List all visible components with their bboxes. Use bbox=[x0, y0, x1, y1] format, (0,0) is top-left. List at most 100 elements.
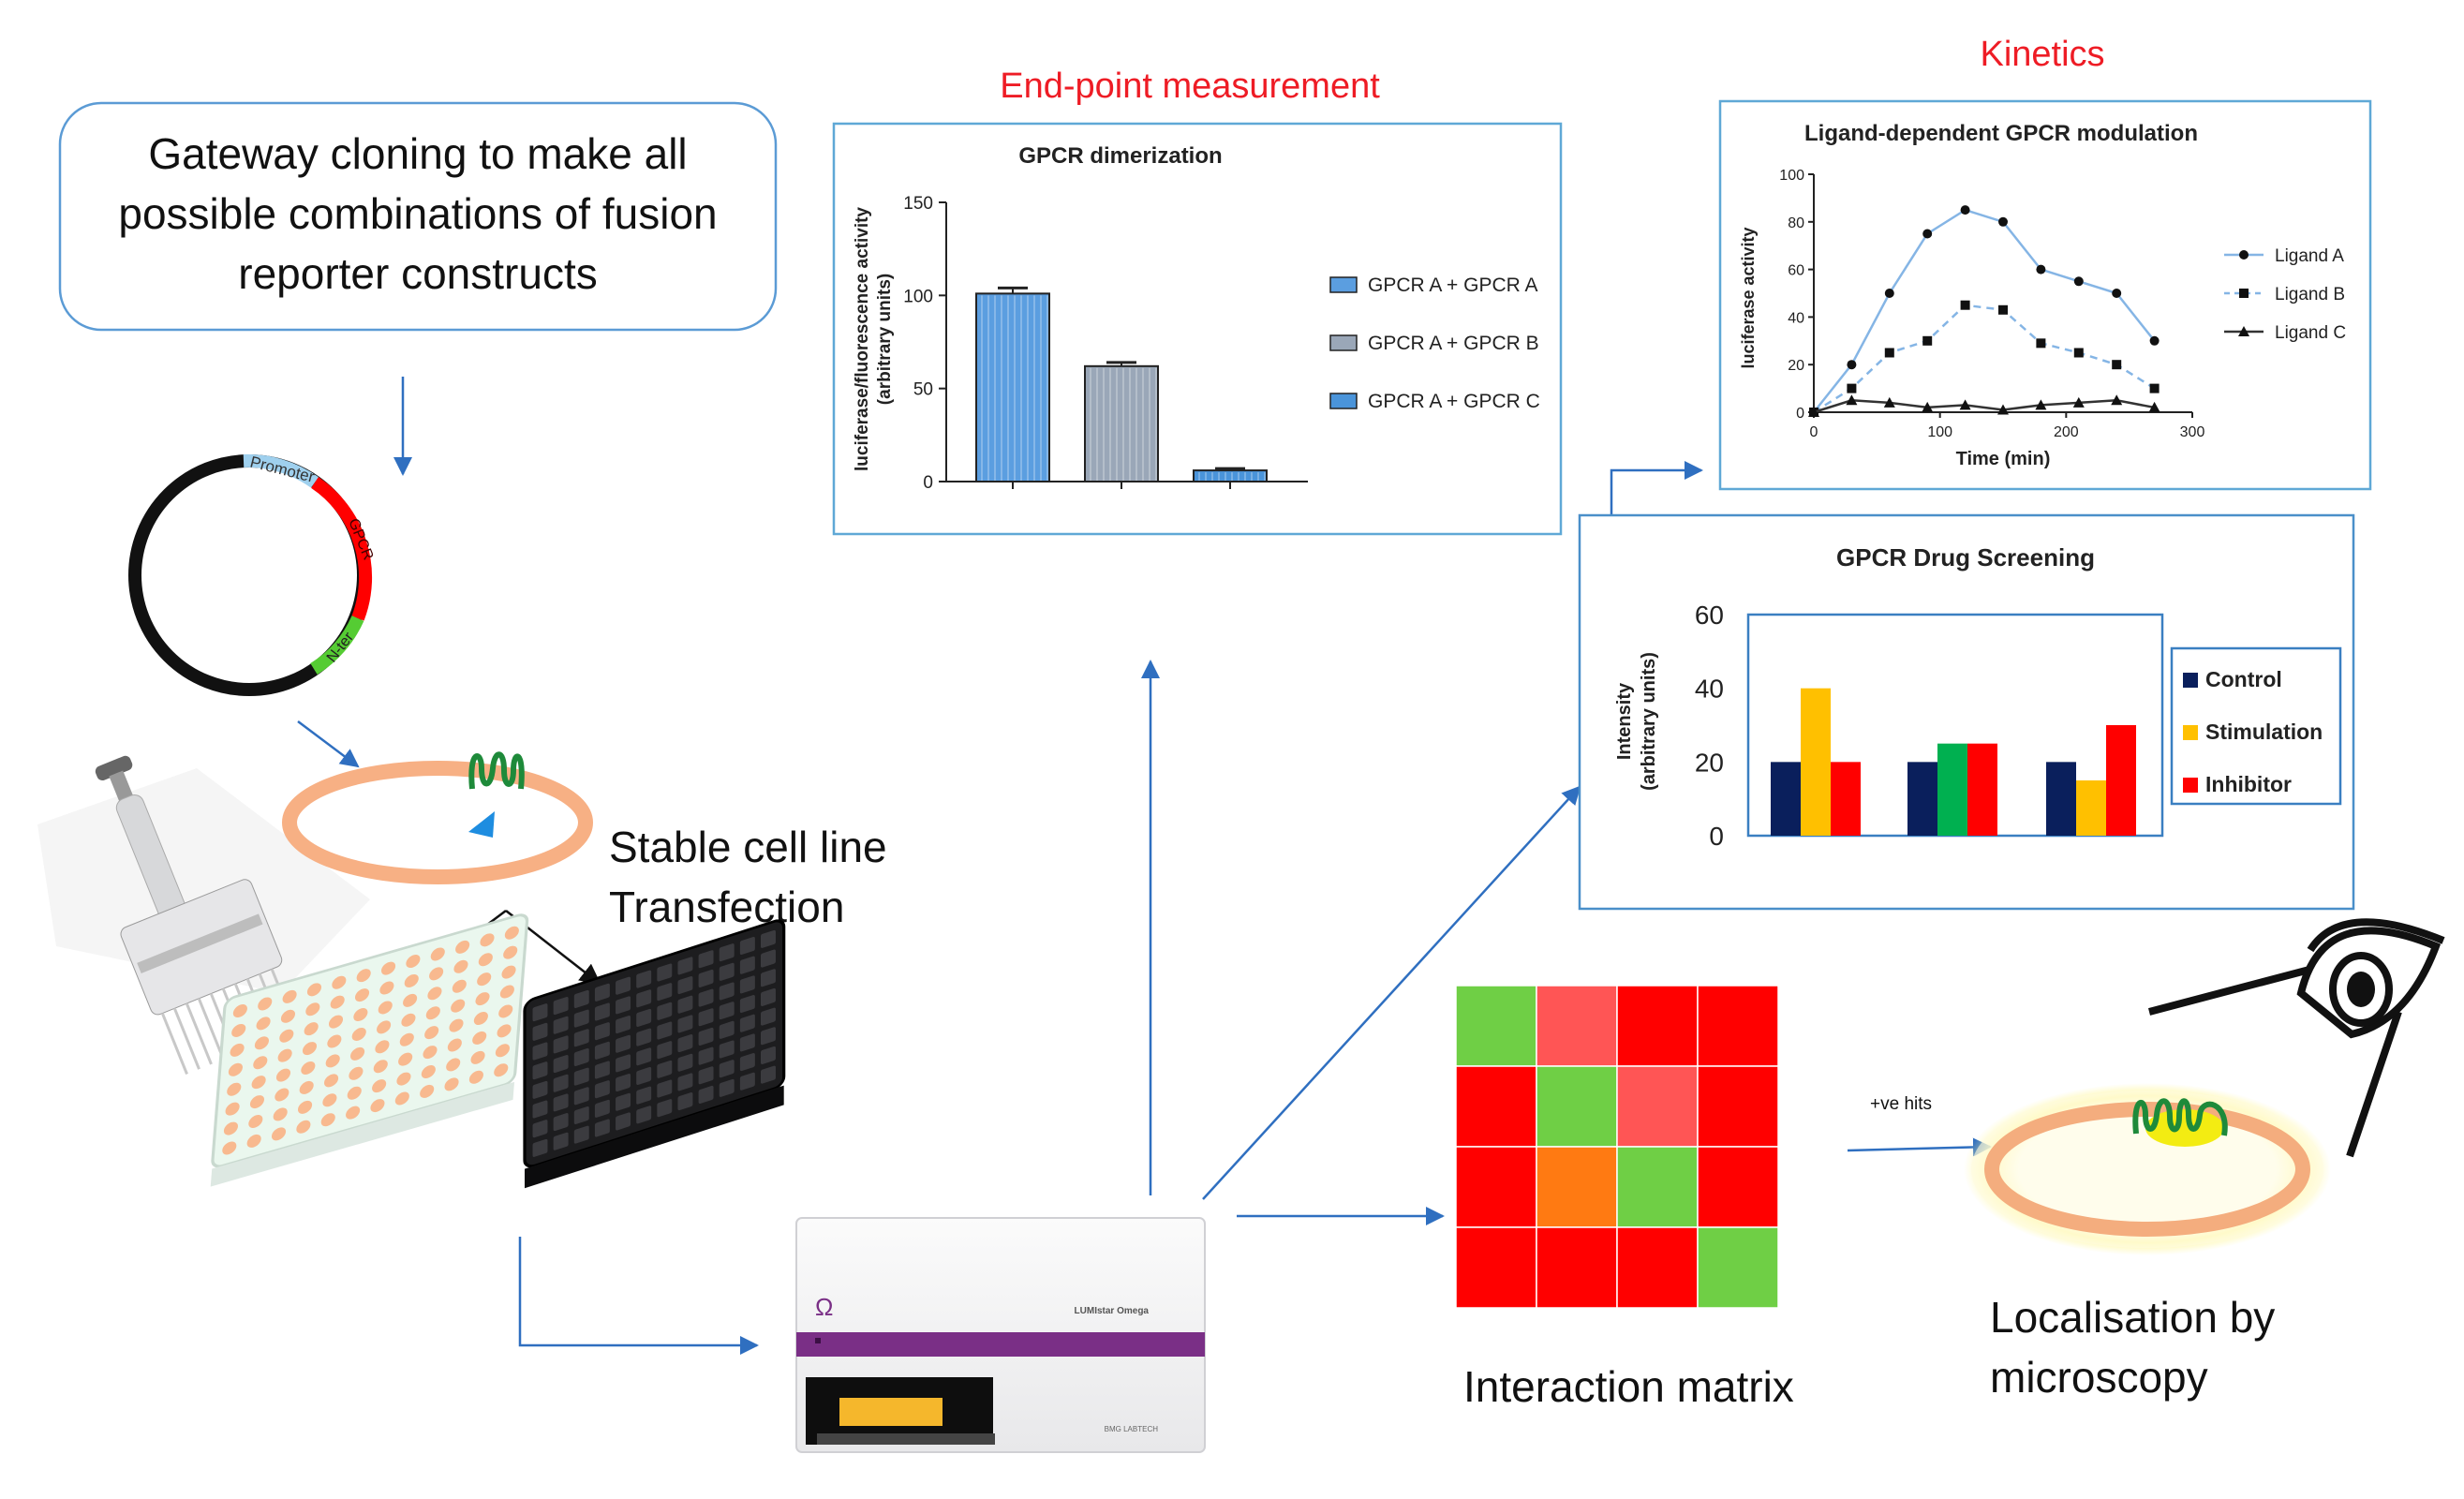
x-axis-label: Time (min) bbox=[1956, 449, 2051, 469]
well bbox=[305, 1002, 320, 1017]
well bbox=[427, 987, 442, 1001]
legend-label: GPCR A + GPCR B bbox=[1368, 333, 1539, 354]
localisation-line-1: Localisation by bbox=[1990, 1293, 2275, 1342]
well bbox=[573, 1009, 589, 1028]
well bbox=[455, 940, 470, 954]
well bbox=[420, 1084, 435, 1098]
well bbox=[328, 1015, 344, 1029]
kinetics-heading: Kinetics bbox=[1980, 35, 2104, 74]
well bbox=[677, 957, 693, 975]
legend-swatch bbox=[1329, 334, 1358, 351]
well bbox=[232, 1004, 247, 1018]
well bbox=[497, 1024, 512, 1038]
well bbox=[403, 993, 418, 1007]
y-tick-label: 40 bbox=[1788, 310, 1804, 326]
legend-label: Ligand B bbox=[2275, 285, 2345, 304]
well bbox=[302, 1042, 318, 1056]
data-point bbox=[2239, 289, 2249, 298]
well bbox=[553, 1093, 569, 1112]
well bbox=[475, 992, 490, 1006]
matrix-cell bbox=[1455, 985, 1537, 1067]
data-point bbox=[1884, 289, 1894, 298]
plasmid-map: Promoter GPCR N-ter bbox=[128, 453, 376, 696]
well bbox=[553, 997, 569, 1016]
bar bbox=[1193, 469, 1268, 482]
well bbox=[297, 1100, 313, 1114]
series-line bbox=[1813, 399, 2155, 414]
y-tick-label: 50 bbox=[913, 380, 933, 400]
data-point bbox=[1883, 396, 1895, 408]
white-microplate-icon bbox=[210, 913, 529, 1187]
matrix-cell bbox=[1455, 1226, 1537, 1309]
data-point bbox=[2036, 264, 2046, 275]
chart-title: GPCR Drug Screening bbox=[1836, 543, 2095, 571]
x-tick-label: 100 bbox=[1927, 424, 1952, 440]
well bbox=[473, 1012, 488, 1026]
well bbox=[657, 1099, 673, 1118]
well bbox=[760, 969, 776, 987]
well bbox=[347, 1086, 362, 1100]
data-point bbox=[1808, 407, 1819, 417]
well bbox=[719, 1060, 735, 1078]
well bbox=[253, 1056, 268, 1070]
data-point bbox=[1847, 383, 1857, 393]
data-point bbox=[2111, 394, 2123, 406]
well bbox=[698, 1085, 714, 1104]
endpoint-heading: End-point measurement bbox=[1000, 67, 1380, 106]
well bbox=[346, 1106, 361, 1120]
well bbox=[636, 1028, 652, 1046]
series-line bbox=[1813, 304, 2156, 414]
kinetics-chart: Ligand-dependent GPCR modulation02040608… bbox=[1739, 121, 2346, 469]
matrix-cell bbox=[1536, 1226, 1618, 1309]
well bbox=[573, 1125, 589, 1144]
arrow-plasmid-to-cell bbox=[297, 720, 360, 768]
well bbox=[468, 1070, 483, 1084]
well bbox=[256, 1017, 271, 1031]
stable-cell-line-2: Transfection bbox=[609, 883, 844, 931]
legend-swatch bbox=[1329, 393, 1358, 409]
y-axis-label: luciferase activity bbox=[1739, 227, 1758, 368]
well bbox=[532, 1061, 548, 1080]
dimerization-chart: GPCR dimerization050100150luciferase/flu… bbox=[853, 143, 1540, 493]
well bbox=[636, 1106, 652, 1124]
well bbox=[739, 1072, 755, 1091]
data-point bbox=[1959, 399, 1971, 410]
data-point bbox=[2112, 360, 2122, 370]
well bbox=[396, 1072, 411, 1086]
y-tick-label: 40 bbox=[1695, 675, 1724, 704]
well bbox=[423, 1046, 438, 1060]
fluorescent-spot bbox=[2145, 1109, 2224, 1147]
well bbox=[356, 969, 371, 983]
well bbox=[739, 995, 755, 1014]
well bbox=[430, 947, 445, 961]
data-point bbox=[2148, 401, 2160, 412]
legend-box bbox=[2170, 646, 2342, 806]
y-axis-label: Intensity(arbitrary units) bbox=[1614, 652, 1659, 791]
legend-swatch bbox=[1329, 276, 1358, 293]
y-tick-label: 100 bbox=[903, 287, 933, 306]
bar bbox=[1907, 762, 1937, 836]
well bbox=[277, 1048, 292, 1062]
well bbox=[322, 1093, 337, 1107]
legend-label: GPCR A + GPCR A bbox=[1368, 275, 1537, 296]
matrix-cell bbox=[1697, 1065, 1779, 1148]
well bbox=[657, 1002, 673, 1020]
y-tick-label: 80 bbox=[1788, 215, 1804, 231]
y-tick-label: 100 bbox=[1779, 168, 1804, 184]
well bbox=[657, 1041, 673, 1060]
well bbox=[377, 1020, 392, 1034]
well bbox=[222, 1141, 237, 1155]
instrument-maker: BMG LABTECH bbox=[1105, 1425, 1159, 1433]
well bbox=[424, 1026, 439, 1040]
x-tick-label: 200 bbox=[2054, 424, 2079, 440]
well bbox=[760, 1046, 776, 1064]
legend-label: Stimulation bbox=[2205, 720, 2323, 744]
well bbox=[375, 1040, 390, 1054]
well bbox=[677, 1034, 693, 1053]
well bbox=[594, 1119, 610, 1137]
well bbox=[248, 1114, 263, 1128]
instrument-logo: Ω bbox=[815, 1293, 833, 1321]
well bbox=[657, 1060, 673, 1078]
well bbox=[480, 933, 495, 947]
well bbox=[553, 1016, 569, 1034]
